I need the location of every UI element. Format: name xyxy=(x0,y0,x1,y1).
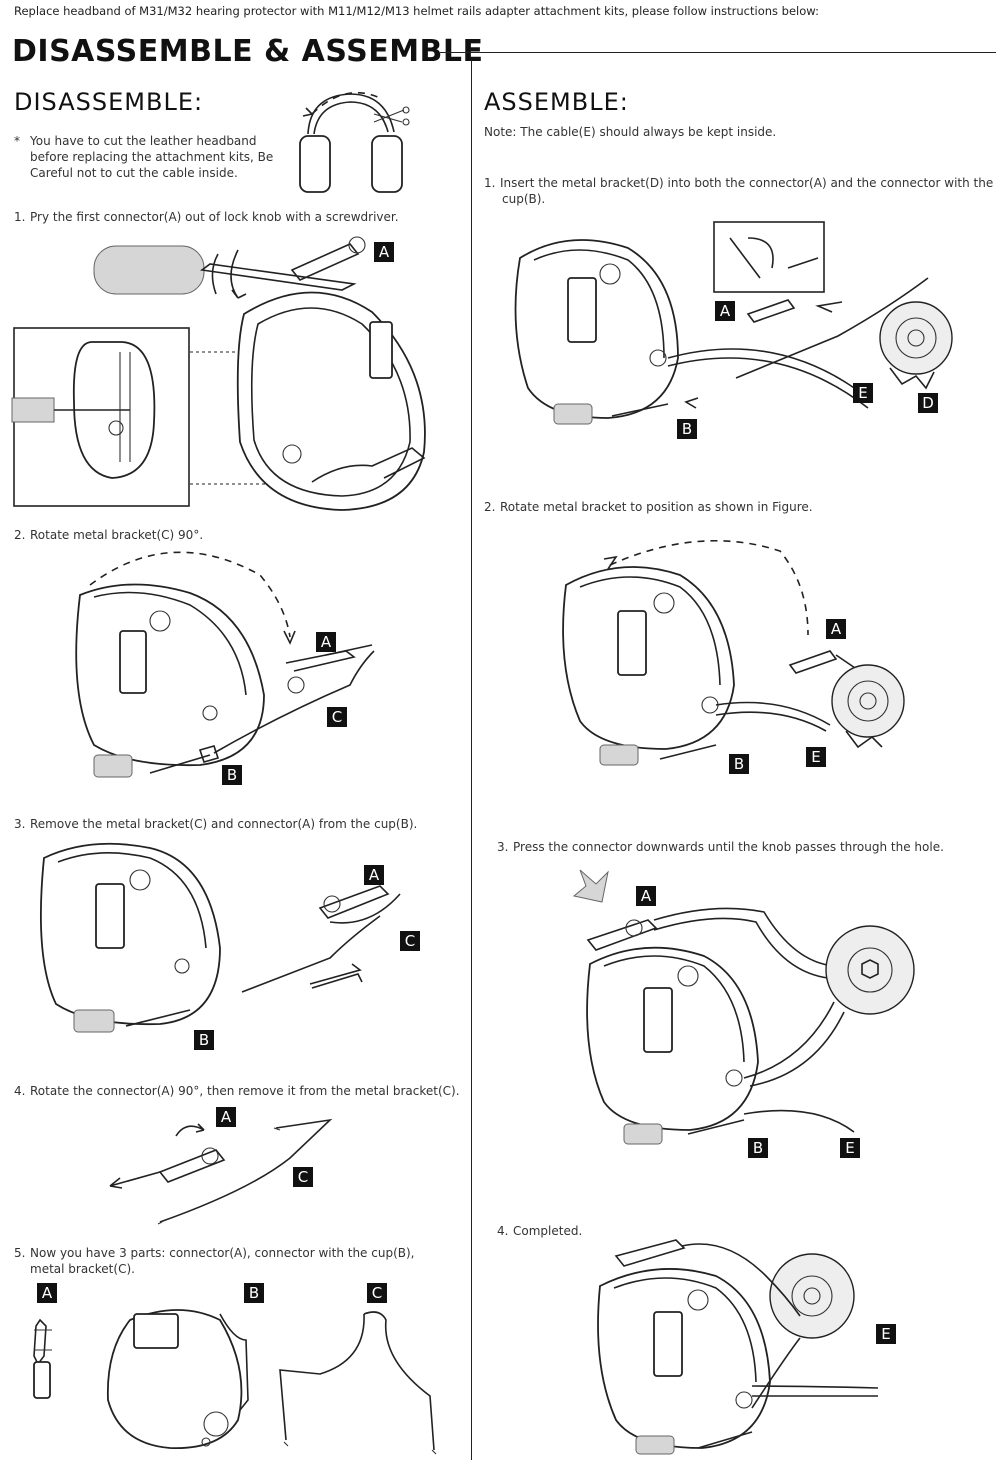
disassemble-note-line-3: Careful not to cut the cable inside. xyxy=(30,166,238,180)
step-3-remove-illustration xyxy=(39,842,401,1033)
disassemble-note-bullet: * xyxy=(14,134,20,148)
label-e-assemble2: E xyxy=(806,747,826,767)
step-number: 2. xyxy=(484,500,496,514)
assemble-step-2-illustration xyxy=(562,540,905,766)
label-e-assemble4: E xyxy=(876,1324,896,1344)
step-text: Rotate metal bracket(C) 90°. xyxy=(30,528,204,542)
page-title: DISASSEMBLE & ASSEMBLE xyxy=(12,34,484,69)
label-a-assemble3: A xyxy=(636,886,656,906)
disassemble-note-line-2: before replacing the attachment kits, Be xyxy=(30,150,274,164)
label-e-assemble1: E xyxy=(853,383,873,403)
step-text-line-1: Now you have 3 parts: connector(A), conn… xyxy=(30,1246,415,1260)
disassemble-step-5: 5. Now you have 3 parts: connector(A), co… xyxy=(14,1246,415,1261)
assemble-note: Note: The cable(E) should always be kept… xyxy=(484,125,777,139)
label-a-step2: A xyxy=(316,632,336,652)
step-number: 1. xyxy=(484,176,496,190)
label-d-assemble1: D xyxy=(918,393,938,413)
step-1-pry-illustration xyxy=(11,236,426,511)
assemble-step-4: 4. Completed. xyxy=(497,1224,582,1239)
assemble-step-1: 1. Insert the metal bracket(D) into both … xyxy=(484,176,993,191)
disassemble-step-3: 3. Remove the metal bracket(C) and connec… xyxy=(14,817,417,832)
label-e-assemble3: E xyxy=(840,1138,860,1158)
step-text-line-1: Insert the metal bracket(D) into both th… xyxy=(500,176,994,190)
label-c-step4: C xyxy=(293,1167,313,1187)
label-b-step3: B xyxy=(194,1030,214,1050)
step-number: 3. xyxy=(497,840,509,854)
label-c-step2: C xyxy=(327,707,347,727)
label-b-assemble1: B xyxy=(677,419,697,439)
assemble-step-1-line-2: cup(B). xyxy=(502,192,546,206)
step-number: 4. xyxy=(497,1224,509,1238)
label-a-step5: A xyxy=(37,1283,57,1303)
title-rule xyxy=(440,52,996,53)
disassemble-step-4: 4. Rotate the connector(A) 90°, then remo… xyxy=(14,1084,460,1099)
assemble-step-3-illustration xyxy=(572,869,915,1145)
assemble-step-3: 3. Press the connector downwards until th… xyxy=(497,840,944,855)
step-number: 3. xyxy=(14,817,26,831)
label-b-assemble2: B xyxy=(729,754,749,774)
headband-cut-illustration xyxy=(299,91,410,193)
assemble-step-2: 2. Rotate metal bracket to position as sh… xyxy=(484,500,813,515)
step-number: 5. xyxy=(14,1246,26,1260)
label-b-step2: B xyxy=(222,765,242,785)
disassemble-step-1: 1. Pry the first connector(A) out of lock… xyxy=(14,210,399,225)
disassemble-step-5-line-2: metal bracket(C). xyxy=(30,1262,135,1276)
label-a-assemble1: A xyxy=(715,301,735,321)
disassemble-step-2: 2. Rotate metal bracket(C) 90°. xyxy=(14,528,203,543)
label-a-step1: A xyxy=(374,242,394,262)
step-text: Rotate the connector(A) 90°, then remove… xyxy=(30,1084,460,1098)
label-a-step3: A xyxy=(364,865,384,885)
label-a-assemble2: A xyxy=(826,619,846,639)
column-divider xyxy=(471,60,472,1460)
step-number: 1. xyxy=(14,210,26,224)
step-text: Remove the metal bracket(C) and connecto… xyxy=(30,817,418,831)
assemble-step-1-illustration xyxy=(514,221,953,425)
disassemble-note-line-1: You have to cut the leather headband xyxy=(30,134,257,148)
label-c-step5: C xyxy=(367,1283,387,1303)
label-c-step3: C xyxy=(400,931,420,951)
intro-text: Replace headband of M31/M32 hearing prot… xyxy=(14,4,819,18)
disassemble-heading: DISASSEMBLE: xyxy=(14,88,204,116)
assemble-heading: ASSEMBLE: xyxy=(484,88,629,116)
step-text: Pry the first connector(A) out of lock k… xyxy=(30,210,399,224)
step-text: Rotate metal bracket to position as show… xyxy=(500,500,813,514)
step-4-rotate-remove-illustration xyxy=(109,1118,333,1225)
label-b-step5: B xyxy=(244,1283,264,1303)
label-a-step4: A xyxy=(216,1107,236,1127)
step-2-rotate-illustration xyxy=(75,551,375,778)
step-number: 2. xyxy=(14,528,26,542)
step-number: 4. xyxy=(14,1084,26,1098)
step-5-parts-illustration xyxy=(33,1309,437,1455)
step-text: Completed. xyxy=(513,1224,583,1238)
label-b-assemble3: B xyxy=(748,1138,768,1158)
assemble-step-4-completed-illustration xyxy=(597,1239,879,1455)
step-text: Press the connector downwards until the … xyxy=(513,840,944,854)
